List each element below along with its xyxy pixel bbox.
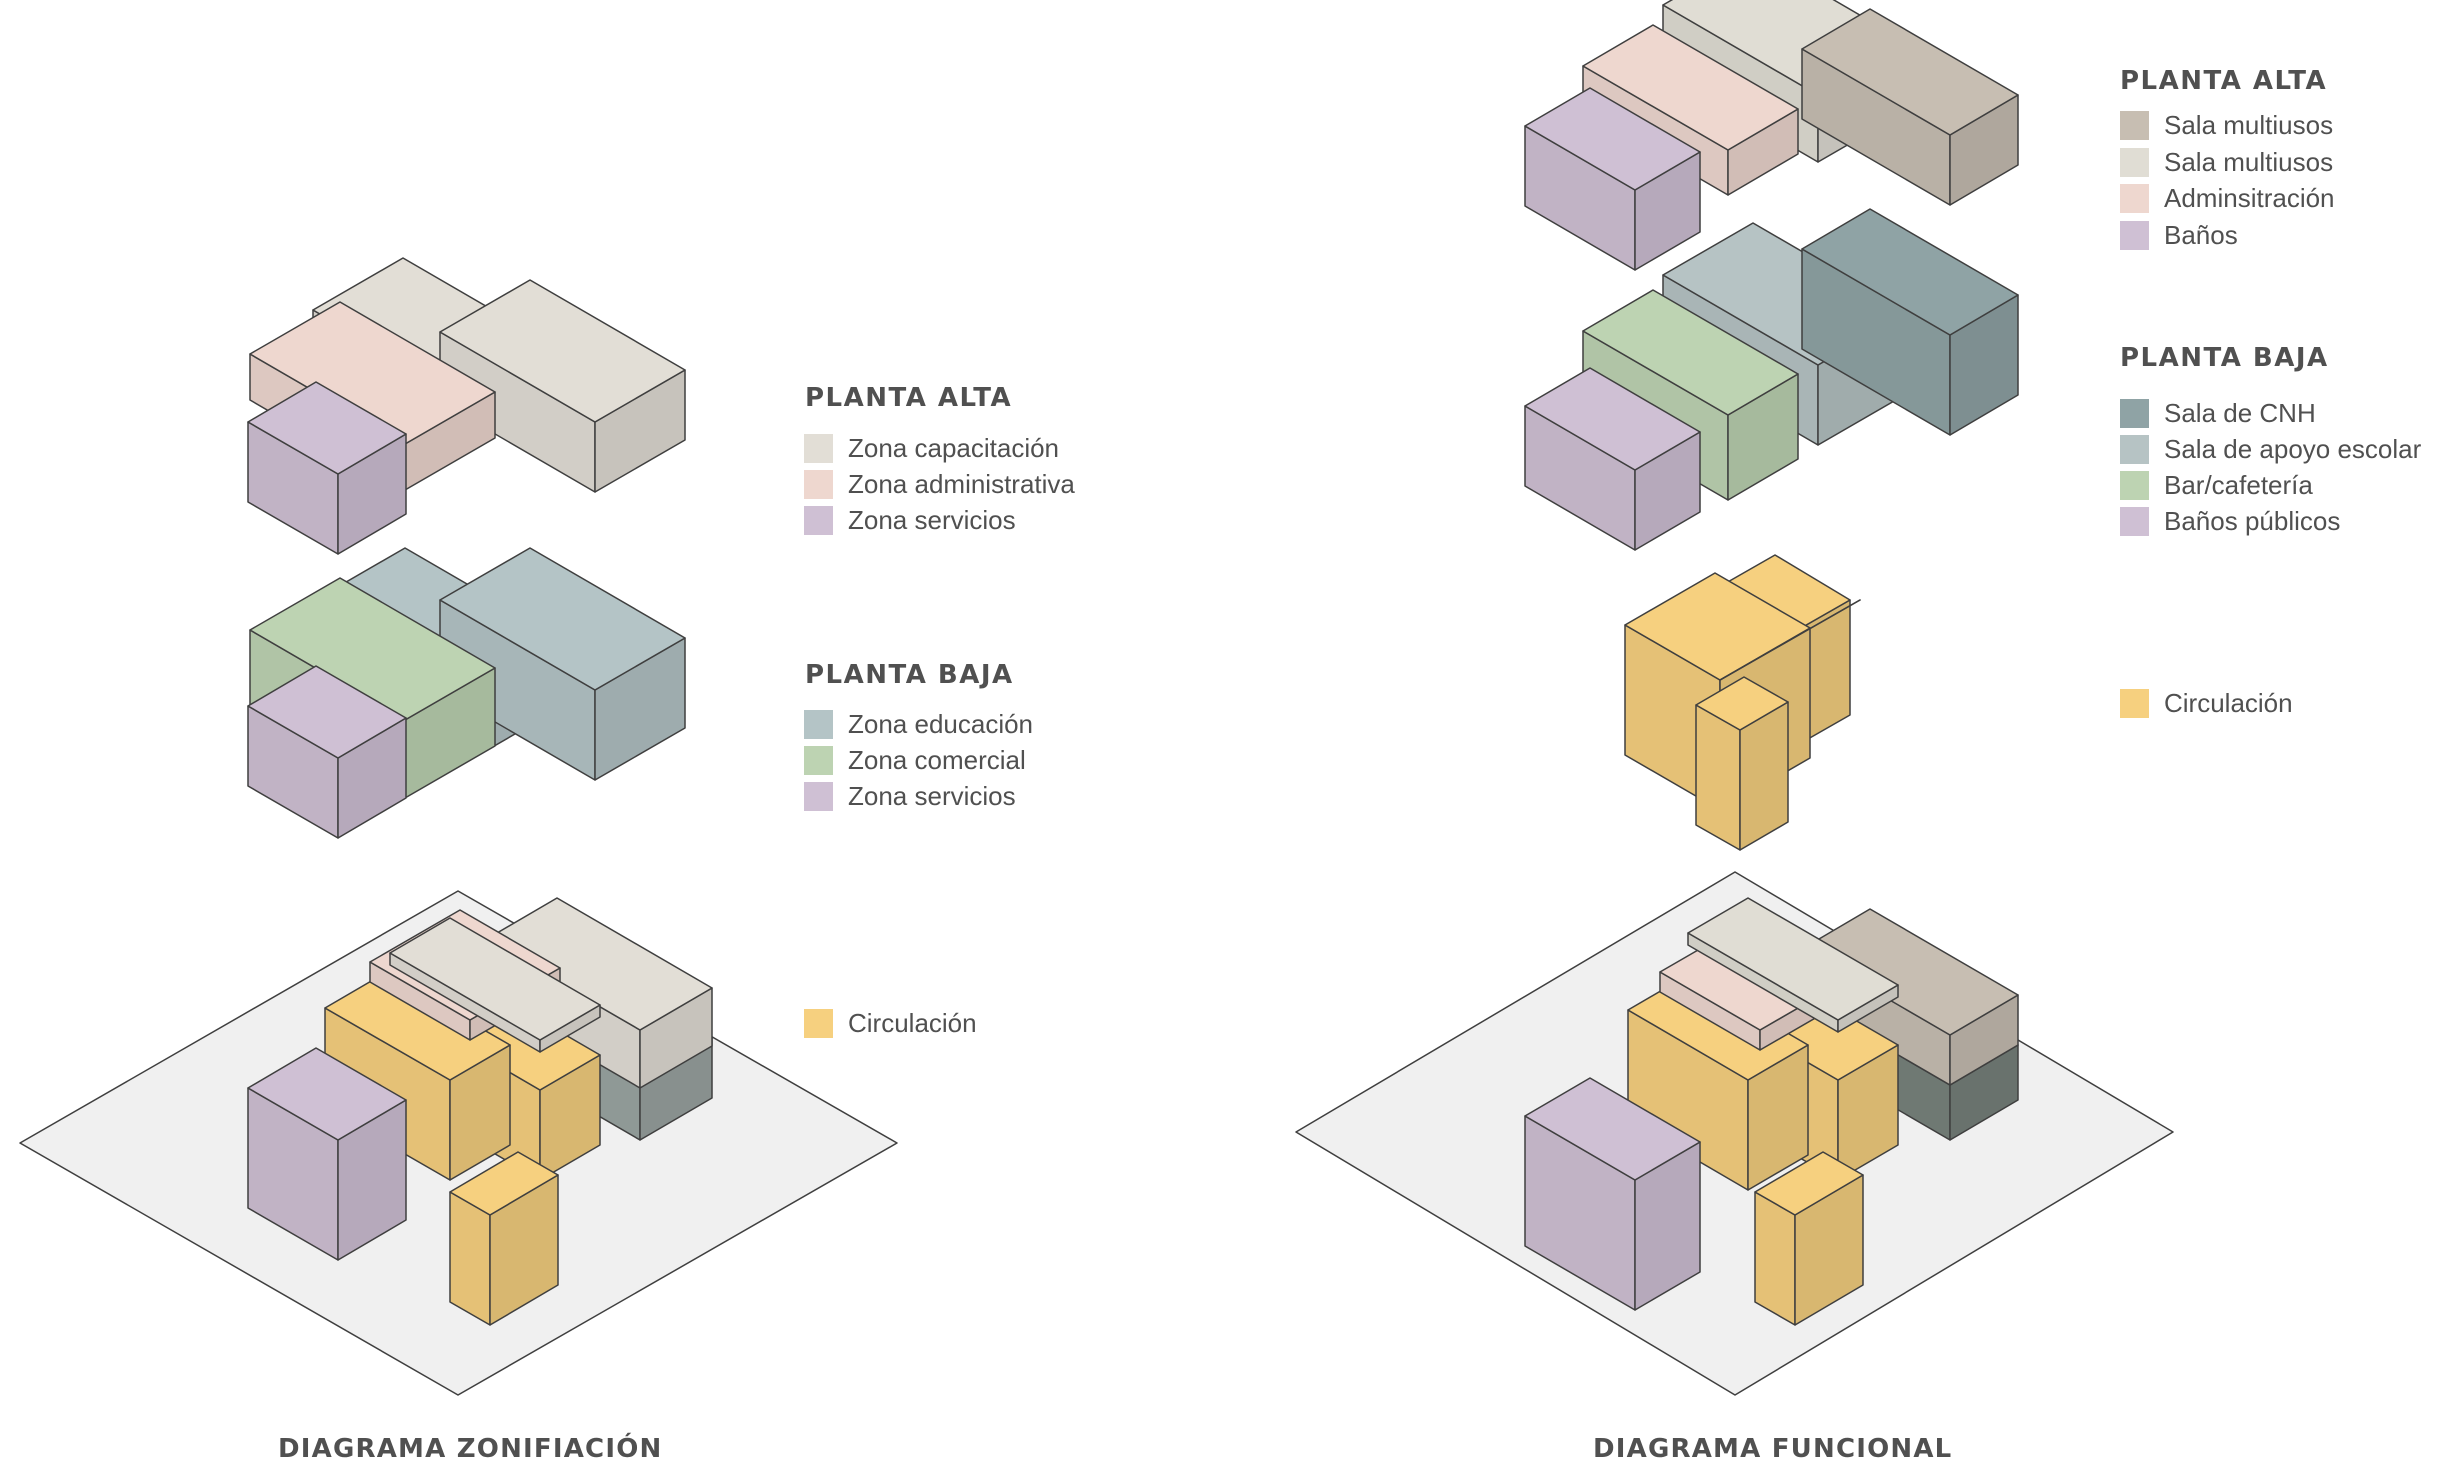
legend-item: Sala de CNH xyxy=(2120,398,2316,429)
left-caption: DIAGRAMA ZONIFIACIÓN xyxy=(278,1434,663,1464)
left-combo-circulacion-col-top-face xyxy=(449,1151,559,1216)
swatch xyxy=(2120,399,2149,428)
swatch xyxy=(804,746,833,775)
legend-item: Zona capacitación xyxy=(804,433,1059,464)
left-alta-administrativa-top-face xyxy=(249,301,496,445)
legend-label: Zona comercial xyxy=(848,745,1026,775)
right-alta-administracion-top-face xyxy=(1582,24,1799,151)
legend-label: Zona administrativa xyxy=(848,469,1075,499)
legend-item: Zona servicios xyxy=(804,505,1016,536)
legend-item-circulacion: Circulación xyxy=(804,1008,977,1039)
legend-label: Baños xyxy=(2164,220,2238,250)
legend-label: Bar/cafetería xyxy=(2164,470,2313,500)
swatch xyxy=(2120,221,2149,250)
left-baja-comercial-top-face xyxy=(249,577,496,721)
swatch xyxy=(804,782,833,811)
right-circ-col-top-face xyxy=(1695,676,1789,731)
legend-label: Circulación xyxy=(2164,688,2293,718)
left-alta-servicios-top-face xyxy=(247,381,407,475)
legend-item: Sala multiusos xyxy=(2120,147,2333,178)
legend-item: Sala multiusos xyxy=(2120,110,2333,141)
legend-item: Baños xyxy=(2120,220,2238,251)
swatch xyxy=(2120,507,2149,536)
left-combo-capacitacion-slab-top-face xyxy=(389,917,601,1041)
right-baja-cnh-top-face xyxy=(1801,208,2019,336)
legend-label: Sala de CNH xyxy=(2164,398,2316,428)
swatch xyxy=(2120,148,2149,177)
swatch xyxy=(2120,435,2149,464)
legend-label: Sala multiusos xyxy=(2164,147,2334,177)
right-caption: DIAGRAMA FUNCIONAL xyxy=(1593,1434,1953,1464)
swatch xyxy=(2120,184,2149,213)
left-baja-servicios-top-face xyxy=(247,665,407,759)
legend-item: Baños públicos xyxy=(2120,506,2340,537)
legend-label: Sala multiusos xyxy=(2164,110,2334,140)
right-alta-banos-top-face xyxy=(1524,87,1701,191)
right-circ-seam-top-face xyxy=(1719,599,1861,681)
legend-item-circulacion: Circulación xyxy=(2120,688,2293,719)
left-planta-alta-title: PLANTA ALTA xyxy=(805,383,1013,413)
right-combo-multiusos-slab-top-face xyxy=(1687,897,1899,1021)
legend-label: Zona capacitación xyxy=(848,433,1060,463)
swatch xyxy=(804,470,833,499)
swatch xyxy=(804,506,833,535)
legend-item: Zona comercial xyxy=(804,745,1026,776)
legend-label: Circulación xyxy=(848,1008,977,1038)
swatch xyxy=(804,710,833,739)
legend-label: Zona servicios xyxy=(848,781,1016,811)
legend-item: Zona servicios xyxy=(804,781,1016,812)
legend-item: Sala de apoyo escolar xyxy=(2120,434,2421,465)
right-planta-alta-title: PLANTA ALTA xyxy=(2120,66,2328,96)
left-combo-servicios-top-face xyxy=(247,1047,407,1141)
swatch xyxy=(2120,111,2149,140)
legend-item: Bar/cafetería xyxy=(2120,470,2313,501)
right-combo-circulacion-col-top-face xyxy=(1754,1151,1864,1216)
swatch xyxy=(804,434,833,463)
right-alta-multiusos-dark-top-face xyxy=(1801,8,2019,136)
legend-label: Baños públicos xyxy=(2164,506,2341,536)
legend-label: Zona educación xyxy=(848,709,1034,739)
legend-label: Sala de apoyo escolar xyxy=(2164,434,2422,464)
legend-item: Zona administrativa xyxy=(804,469,1075,500)
legend-item: Zona educación xyxy=(804,709,1033,740)
swatch xyxy=(2120,471,2149,500)
legend-label: Zona servicios xyxy=(848,505,1016,535)
left-alta-capacitacion-b-top-face xyxy=(439,279,686,423)
right-baja-banos-top-face xyxy=(1524,367,1701,471)
legend-label: Adminsitración xyxy=(2164,183,2335,213)
swatch xyxy=(2120,689,2149,718)
legend-item: Adminsitración xyxy=(2120,183,2335,214)
left-baja-educacion-b-top-face xyxy=(439,547,686,691)
right-baja-cafeteria-top-face xyxy=(1582,289,1799,416)
swatch xyxy=(804,1009,833,1038)
right-planta-baja-title: PLANTA BAJA xyxy=(2120,343,2329,373)
left-planta-baja-title: PLANTA BAJA xyxy=(805,660,1014,690)
right-combo-banos-top-face xyxy=(1524,1077,1701,1181)
